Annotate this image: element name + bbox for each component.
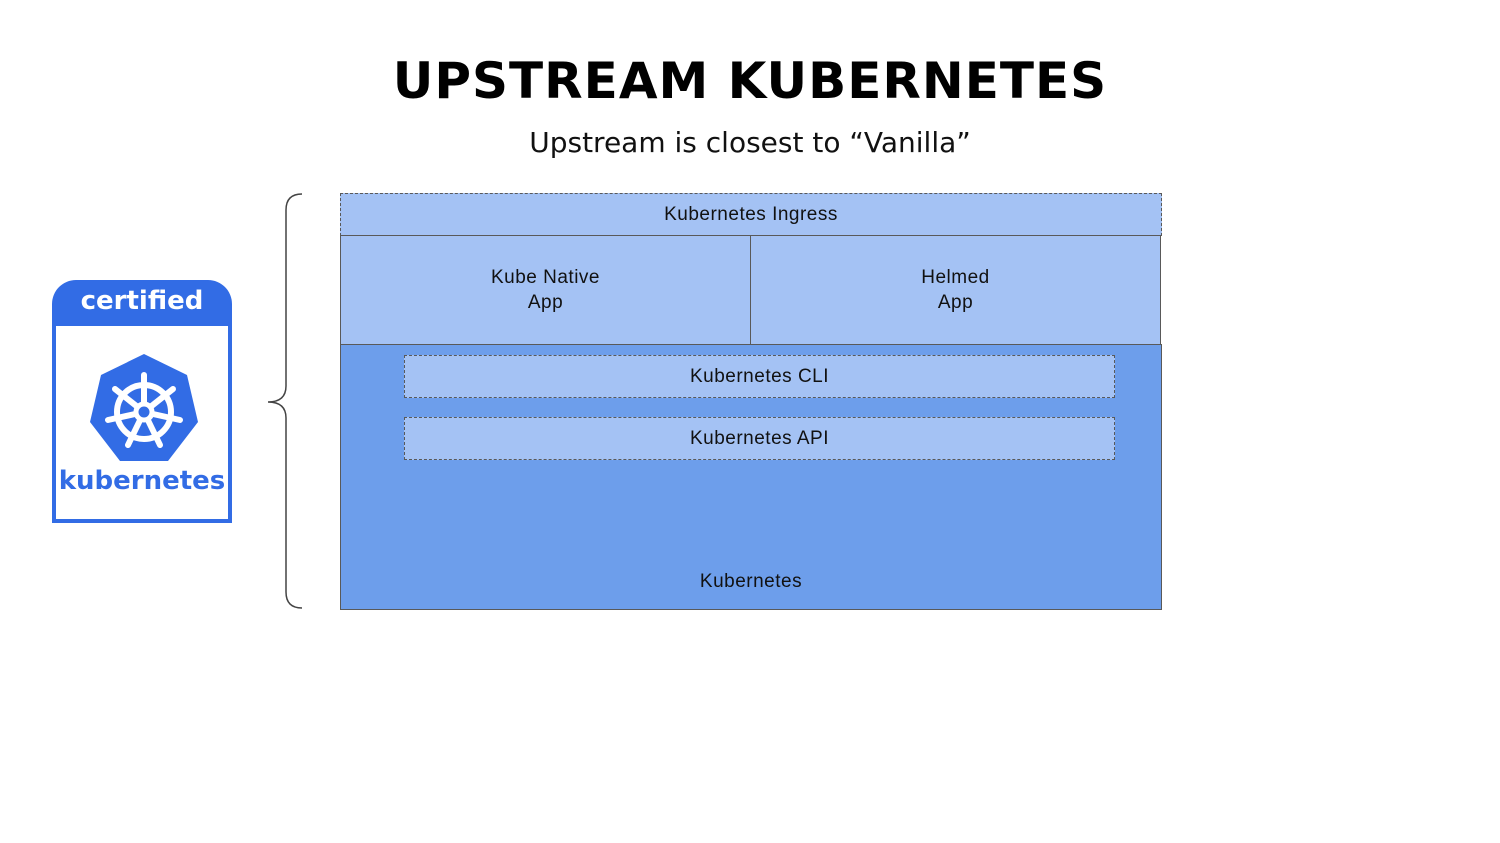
badge-certified-label: certified (80, 286, 204, 316)
helmed-app-line1: Helmed (921, 267, 990, 288)
kube-native-app-line1: Kube Native (490, 267, 600, 288)
kube-native-app-line2: App (527, 292, 564, 313)
cli-label: Kubernetes CLI (689, 365, 830, 387)
helm-wheel-icon (90, 354, 198, 461)
badge-body: kubernetes (52, 326, 232, 523)
helmed-app-line2: App (937, 292, 974, 313)
badge-header: certified (52, 280, 232, 328)
ingress-label: Kubernetes Ingress (664, 203, 838, 225)
kubernetes-base-label: Kubernetes (699, 571, 803, 592)
left-brace (267, 193, 303, 609)
kube-native-app-box: Kube Native App (340, 235, 751, 345)
certified-kubernetes-badge: certified kubernetes (52, 280, 232, 523)
slide-subtitle: Upstream is closest to “Vanilla” (529, 126, 971, 159)
kubernetes-api-box: Kubernetes API (404, 417, 1115, 460)
slide-title: UPSTREAM KUBERNETES (392, 52, 1108, 110)
api-label: Kubernetes API (689, 427, 830, 449)
helmed-app-box: Helmed App (750, 235, 1161, 345)
badge-kubernetes-word: kubernetes (58, 466, 226, 496)
kubernetes-ingress-layer: Kubernetes Ingress (340, 193, 1162, 236)
kubernetes-cli-box: Kubernetes CLI (404, 355, 1115, 398)
